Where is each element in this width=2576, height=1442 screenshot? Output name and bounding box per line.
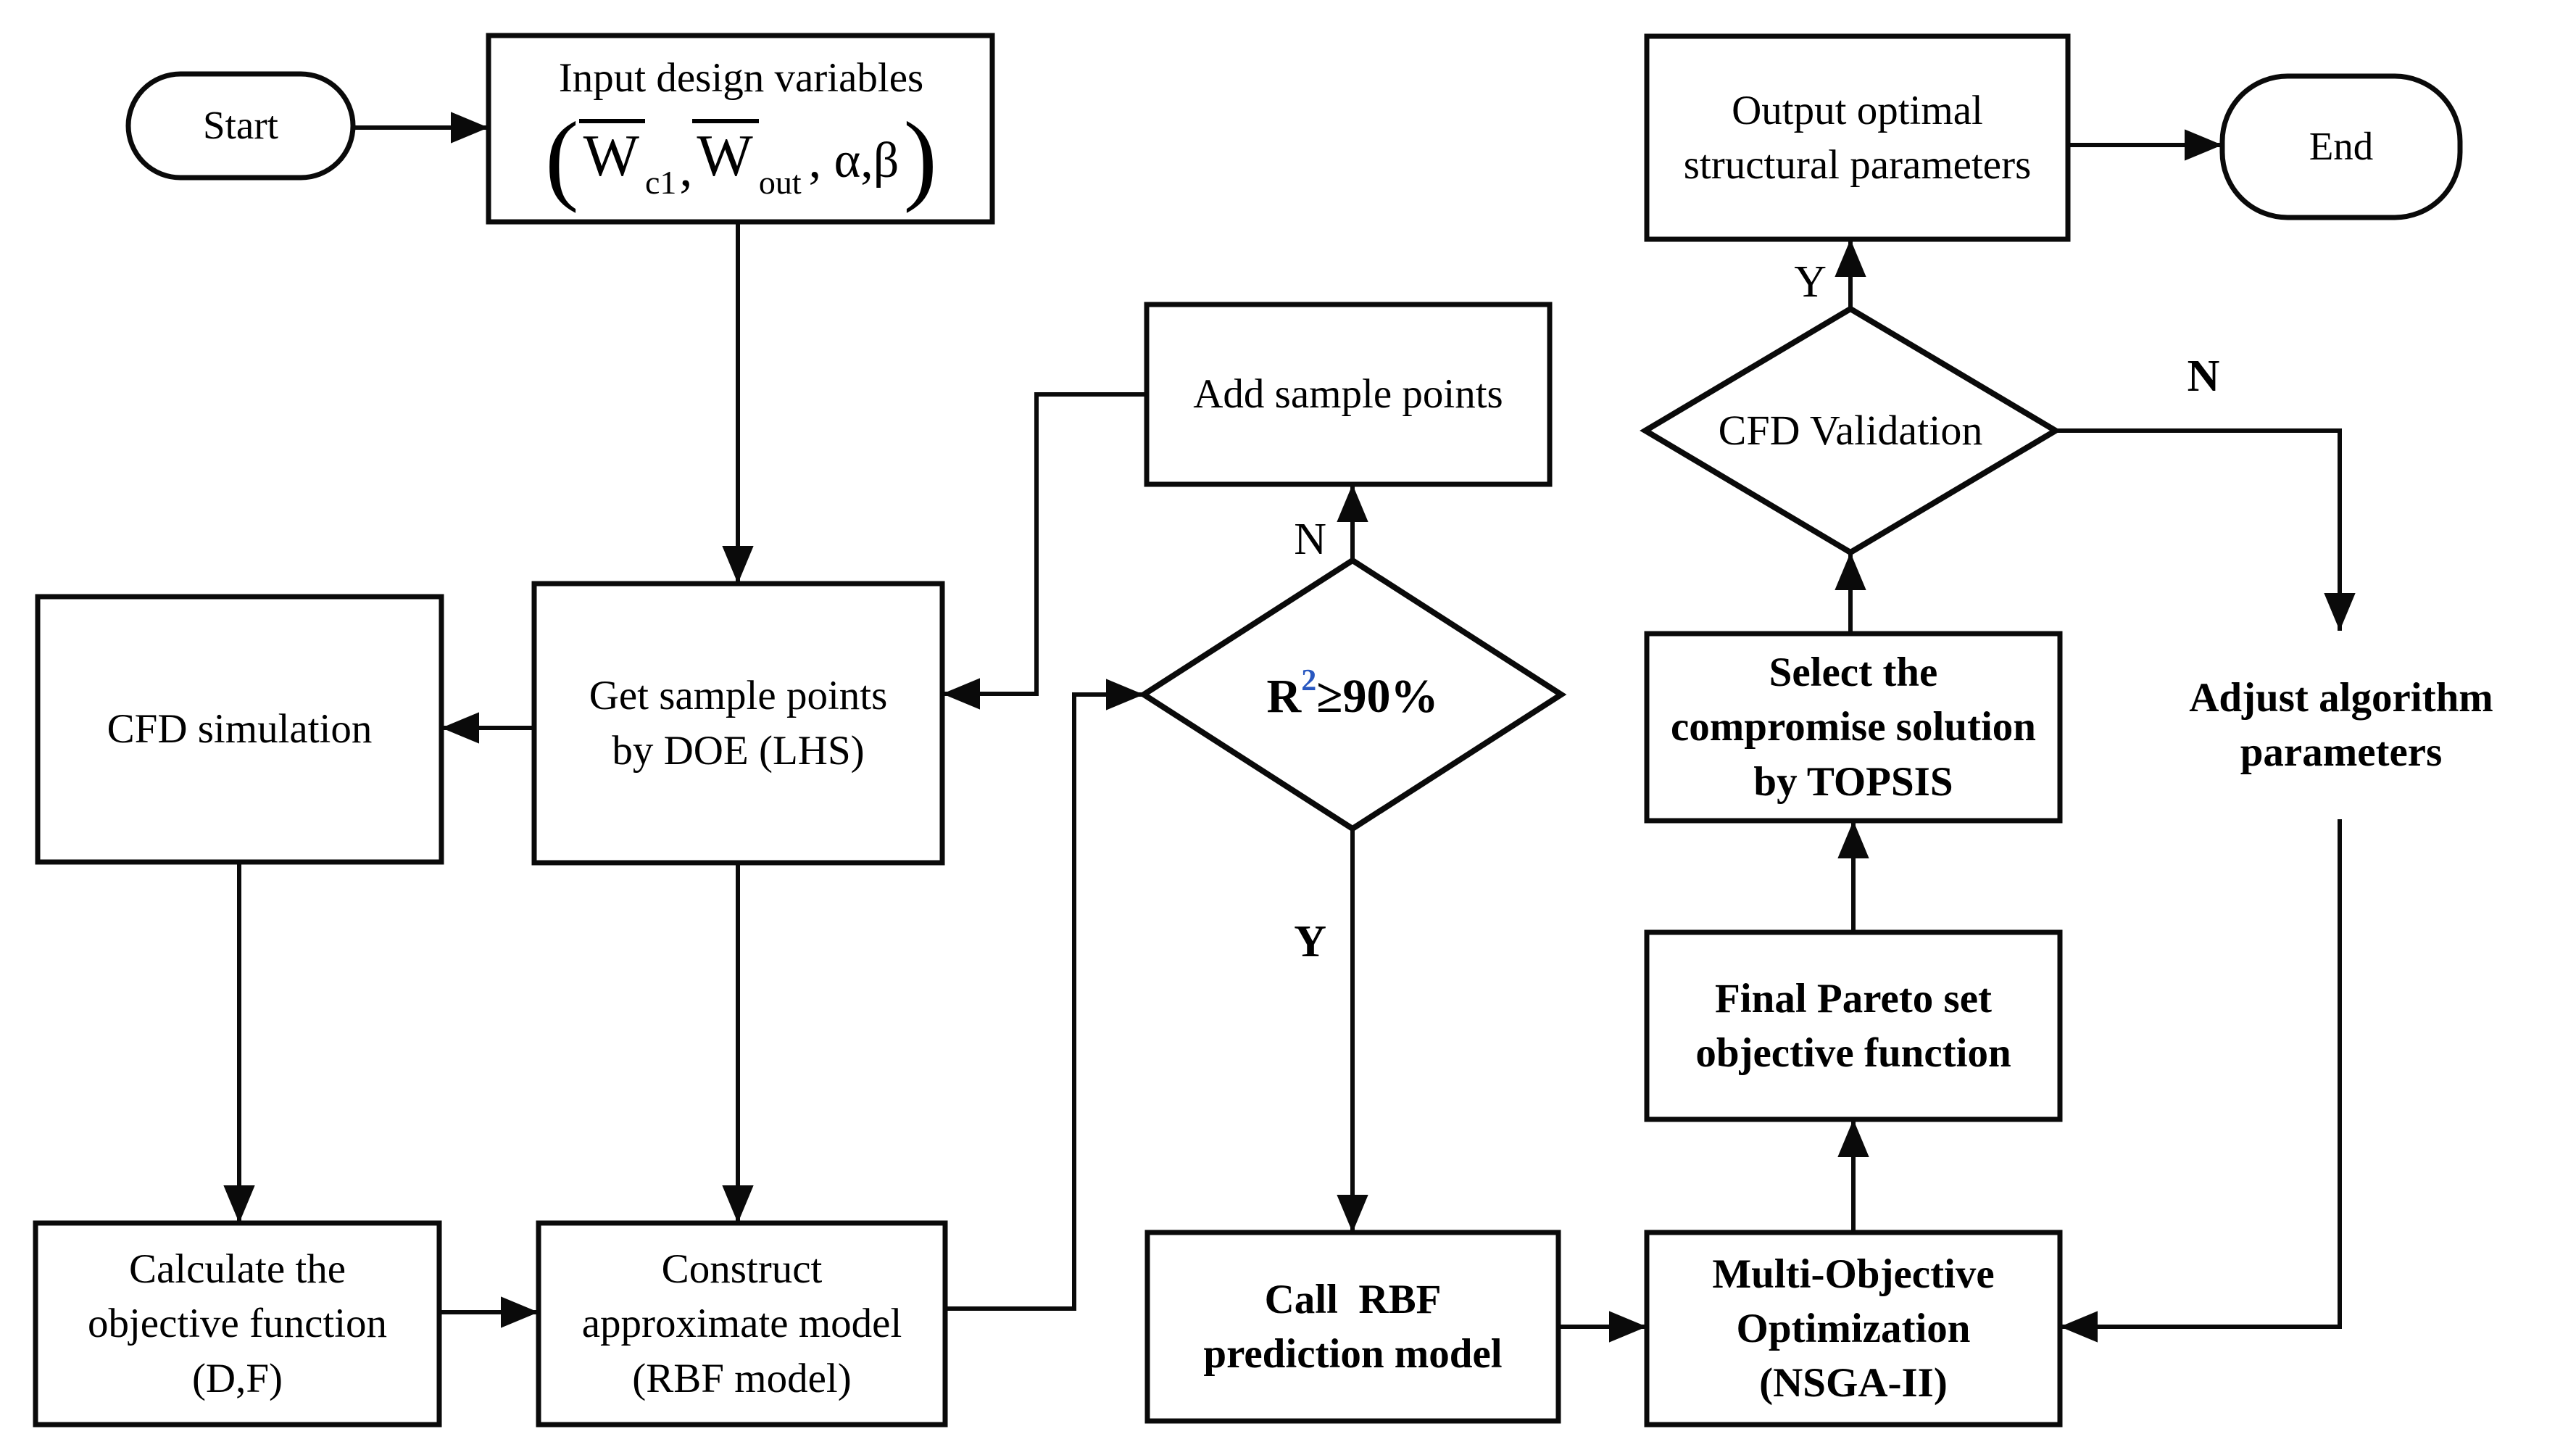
r2-superscript: 2	[1301, 663, 1317, 697]
design-variables-formula: ( W c1 , W out , α,β )	[544, 101, 938, 214]
r2-decision-shape	[1138, 557, 1567, 832]
adjust-parameters-label: Adjust algorithm parameters	[2189, 674, 2493, 775]
r2-yes-branch-label: Y	[1294, 917, 1326, 967]
input-design-variables-shape	[486, 33, 995, 225]
edge-adjust-to-nsga	[2060, 819, 2342, 1343]
input-design-variables-label: Input design variables ( W c1 , W out , …	[500, 42, 982, 217]
add-sample-points-label: Add sample points	[1193, 371, 1503, 418]
start-terminal-label: Start	[203, 103, 278, 148]
construct-model-label: Construct approximate model (RBF model)	[581, 1246, 902, 1401]
topsis-label: Select the compromise solution by TOPSIS	[1670, 650, 2037, 805]
topsis-shape	[1644, 631, 2063, 824]
start-terminal-shape	[125, 71, 356, 181]
get-sample-points-shape	[531, 581, 945, 866]
edge-addsample-to-getsample	[942, 392, 1147, 710]
call-rbf-shape	[1144, 1230, 1561, 1424]
final-pareto-shape	[1644, 929, 2063, 1122]
nsga-shape	[1644, 1230, 2063, 1428]
call-rbf-label: Call RBF prediction model	[1203, 1276, 1503, 1377]
output-parameters-label: Output optimal structural parameters	[1683, 87, 2032, 188]
calculate-objective-shape	[33, 1220, 442, 1428]
cfd-validation-shape	[1640, 305, 2061, 556]
output-parameters-shape	[1644, 33, 2071, 242]
w-c1-variable: W	[578, 118, 645, 186]
get-sample-points-label: Get sample points by DOE (LHS)	[589, 673, 888, 774]
final-pareto-label: Final Pareto set objective function	[1695, 975, 2011, 1076]
cfd-simulation-shape	[35, 594, 444, 865]
end-terminal-label: End	[2309, 124, 2374, 169]
edge-construct-to-r2	[945, 679, 1144, 1311]
validation-yes-branch-label: Y	[1794, 257, 1827, 307]
cfd-validation-label: CFD Validation	[1718, 406, 1983, 454]
edge-validation-no-to-adjust	[2056, 428, 2356, 631]
nsga-label: Multi-Objective Optimization (NSGA-II)	[1712, 1251, 1995, 1406]
add-sample-points-shape	[1144, 302, 1553, 487]
input-design-title: Input design variables	[558, 55, 924, 101]
cfd-simulation-label: CFD simulation	[107, 706, 373, 753]
construct-model-shape	[536, 1220, 948, 1428]
end-terminal-shape	[2219, 73, 2463, 220]
r2-no-branch-label: N	[1294, 515, 1326, 565]
validation-no-branch-label: N	[2187, 352, 2220, 402]
r2-decision-label: R2≥90%	[1266, 663, 1439, 723]
w-out-variable: W	[692, 118, 759, 186]
calculate-objective-label: Calculate the objective function (D,F)	[87, 1246, 388, 1401]
